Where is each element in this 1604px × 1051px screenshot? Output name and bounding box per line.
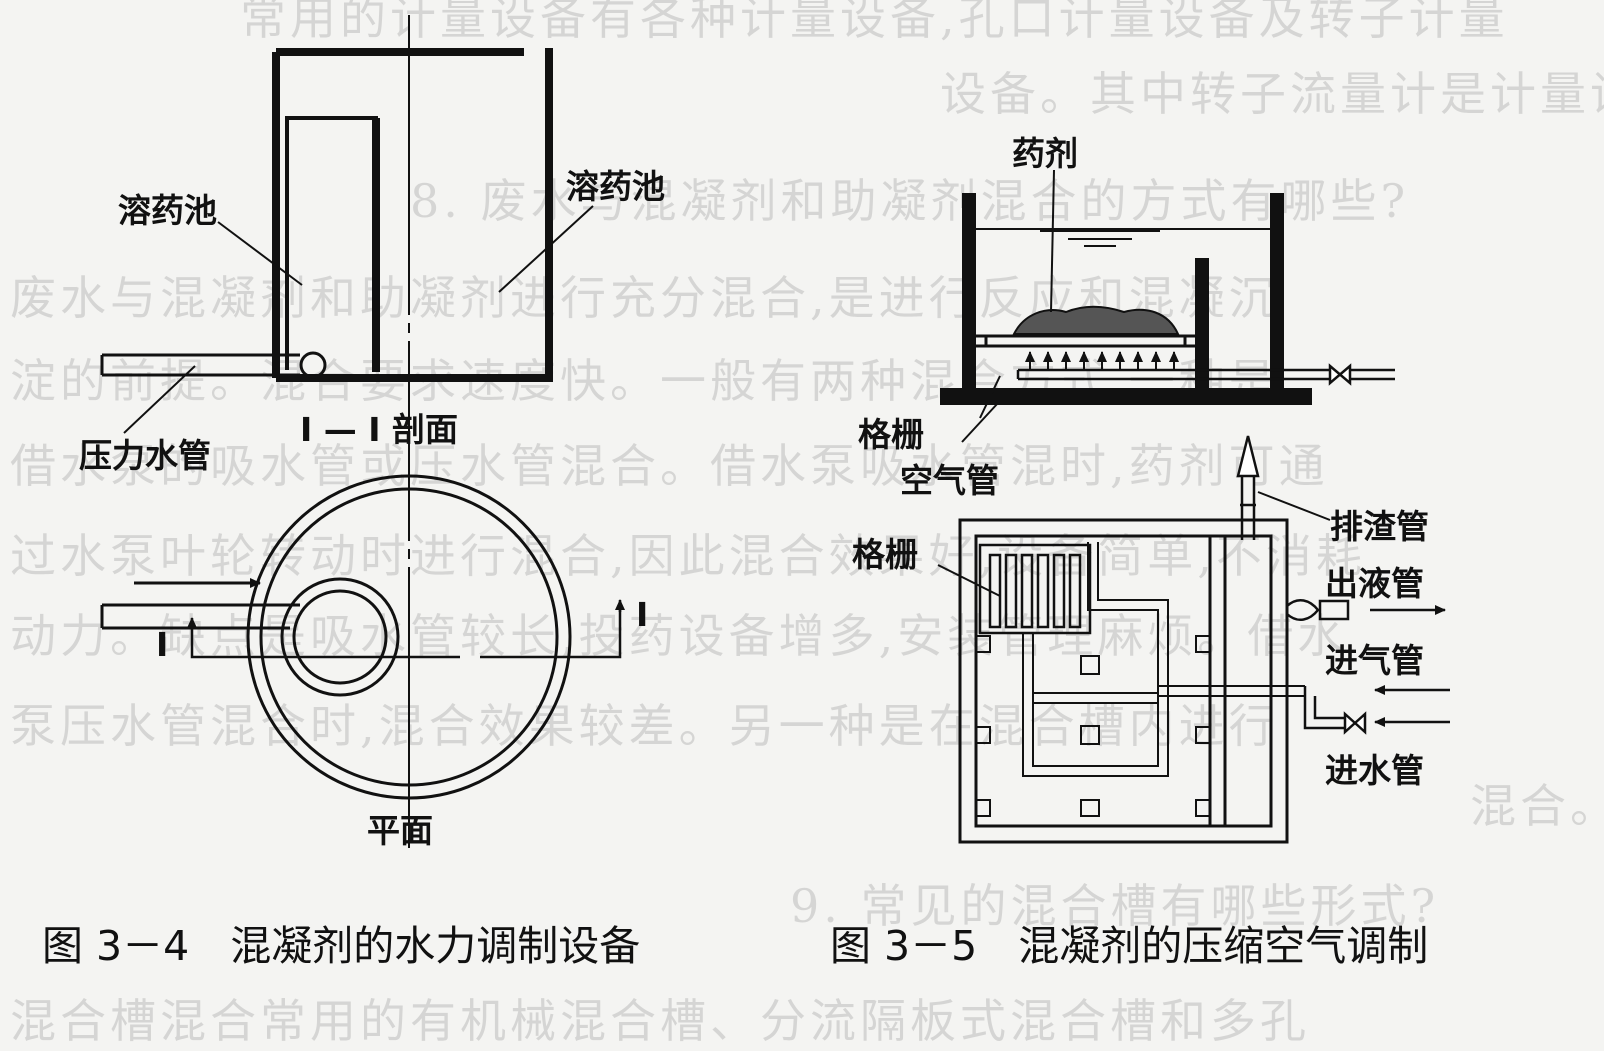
label-grid-side: 格栅	[858, 415, 924, 454]
label-slag-pipe: 排渣管	[1330, 507, 1429, 546]
label-outlet-pipe: 出液管	[1325, 564, 1424, 603]
caption-figure-3-4: 图 3－4 混凝剂的水力调制设备	[42, 922, 640, 970]
label-grid-plan: 格栅	[852, 535, 918, 574]
label-plan-view: 平面	[367, 811, 433, 850]
side-view-grid	[976, 334, 1195, 348]
figure-3-5	[937, 169, 1450, 844]
water-inlet-pipe	[1303, 686, 1450, 735]
section-marker-left: I	[156, 625, 168, 664]
chemical-pile	[1012, 305, 1180, 335]
label-air-pipe: 空气管	[900, 461, 999, 500]
section-marker-right: I	[636, 595, 648, 634]
label-pressure-water-pipe: 压力水管	[79, 436, 211, 475]
label-water-inlet: 进水管	[1325, 751, 1424, 790]
air-bubble-arrows	[1025, 351, 1179, 370]
label-dissolving-tank-right: 溶药池	[566, 167, 665, 206]
plan-view-grid	[978, 543, 1092, 635]
leader-lines-3-4	[123, 205, 594, 434]
pressure-water-pipe-section	[100, 351, 327, 379]
label-air-inlet: 进气管	[1325, 641, 1424, 680]
plan-view-supports	[975, 635, 1211, 817]
outlet-pipe	[1286, 598, 1446, 622]
water-level-symbol	[1040, 230, 1160, 247]
side-view-air-pipe	[1016, 363, 1395, 386]
caption-figure-3-5: 图 3－5 混凝剂的压缩空气调制	[830, 922, 1428, 970]
plan-view-internal-pipes	[1022, 542, 1305, 777]
side-view-tank	[940, 193, 1312, 405]
inner-dissolving-compartment	[285, 116, 380, 372]
plan-view-tank	[958, 518, 1289, 844]
plan-view-circles	[246, 474, 572, 800]
section-cut-line	[187, 599, 625, 659]
label-dissolving-tank-left: 溶药池	[118, 191, 217, 230]
leader-lines-3-5-plan	[937, 491, 1331, 597]
section-tank-walls	[272, 48, 553, 382]
label-section-i-i: I — I 剖面	[300, 410, 458, 449]
plan-pressure-pipe	[100, 603, 300, 630]
label-chemical: 药剂	[1012, 134, 1078, 173]
figure-3-4	[100, 15, 625, 848]
slag-pipe-riser	[1236, 435, 1260, 540]
leader-lines-3-5-side	[961, 169, 1055, 443]
